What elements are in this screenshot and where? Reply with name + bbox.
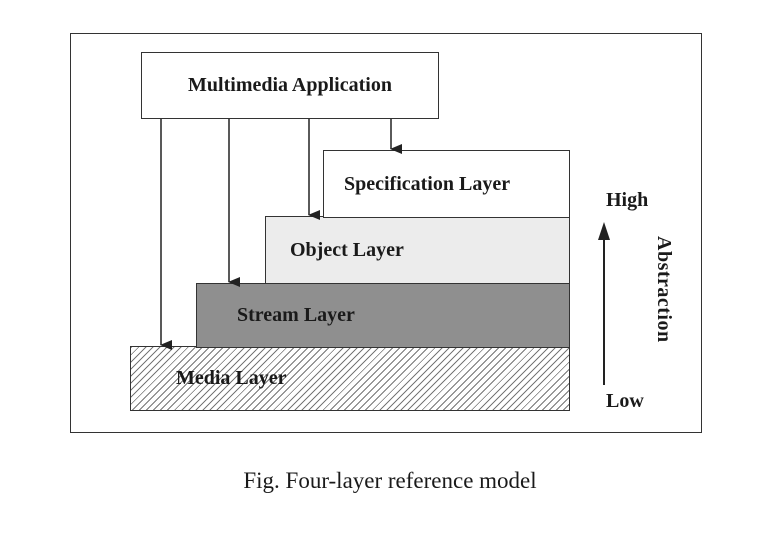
- stream-layer-box: Stream Layer: [196, 283, 570, 348]
- media-layer-label: Media Layer: [176, 367, 287, 389]
- figure-frame: [70, 33, 702, 433]
- axis-low-label: Low: [606, 390, 644, 412]
- object-layer-box: Object Layer: [265, 216, 570, 284]
- object-layer-label: Object Layer: [290, 238, 404, 261]
- multimedia-application-label: Multimedia Application: [188, 74, 392, 96]
- stream-layer-label: Stream Layer: [237, 304, 355, 326]
- axis-abstraction-label: Abstraction: [653, 236, 675, 343]
- specification-layer-label: Specification Layer: [344, 172, 511, 195]
- abstraction-axis-arrowhead: [598, 222, 610, 240]
- figure-caption: Fig. Four-layer reference model: [243, 468, 537, 493]
- multimedia-application-box: Multimedia Application: [141, 52, 439, 119]
- axis-high-label: High: [606, 189, 649, 211]
- specification-layer-box: Specification Layer: [323, 150, 570, 218]
